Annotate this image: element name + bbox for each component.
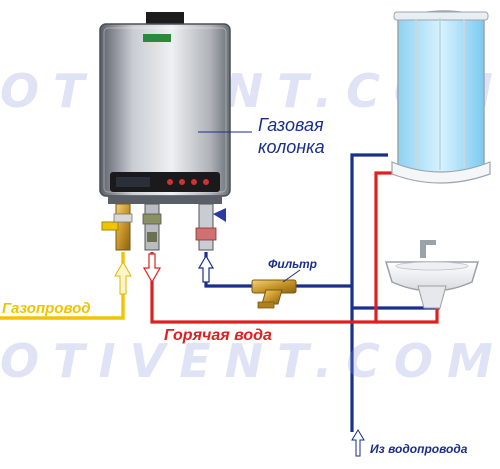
gas-valve-icon (101, 203, 133, 251)
heater-label-line1: Газовая (258, 115, 324, 135)
supply-flow-arrow (351, 429, 365, 457)
cold-water-valve-icon (195, 203, 226, 251)
hot-water-pipe (150, 171, 439, 324)
heater-label-line2: колонка (258, 137, 325, 157)
y-strainer-filter-icon (251, 269, 301, 309)
filter-label: Фильтр (268, 257, 317, 271)
cold-water-pipe (204, 153, 440, 432)
watermark-bottom: OTIVENT.COM (0, 334, 500, 388)
hot-water-label: Горячая вода (164, 327, 272, 344)
heater-brand-plate (143, 34, 171, 42)
gas-water-heater-icon (99, 12, 252, 204)
gas-pipe-label: Газопровод (2, 300, 91, 317)
shower-cabin-icon (391, 10, 491, 184)
wash-basin-icon (384, 240, 480, 309)
cold-water-flow-arrow (197, 254, 215, 283)
hot-water-fitting-icon (142, 203, 162, 251)
heater-label: Газовая колонка (258, 114, 325, 158)
gas-flow-arrow (114, 260, 132, 295)
hot-water-flow-arrow (142, 253, 162, 284)
water-supply-label: Из водопровода (370, 442, 468, 456)
